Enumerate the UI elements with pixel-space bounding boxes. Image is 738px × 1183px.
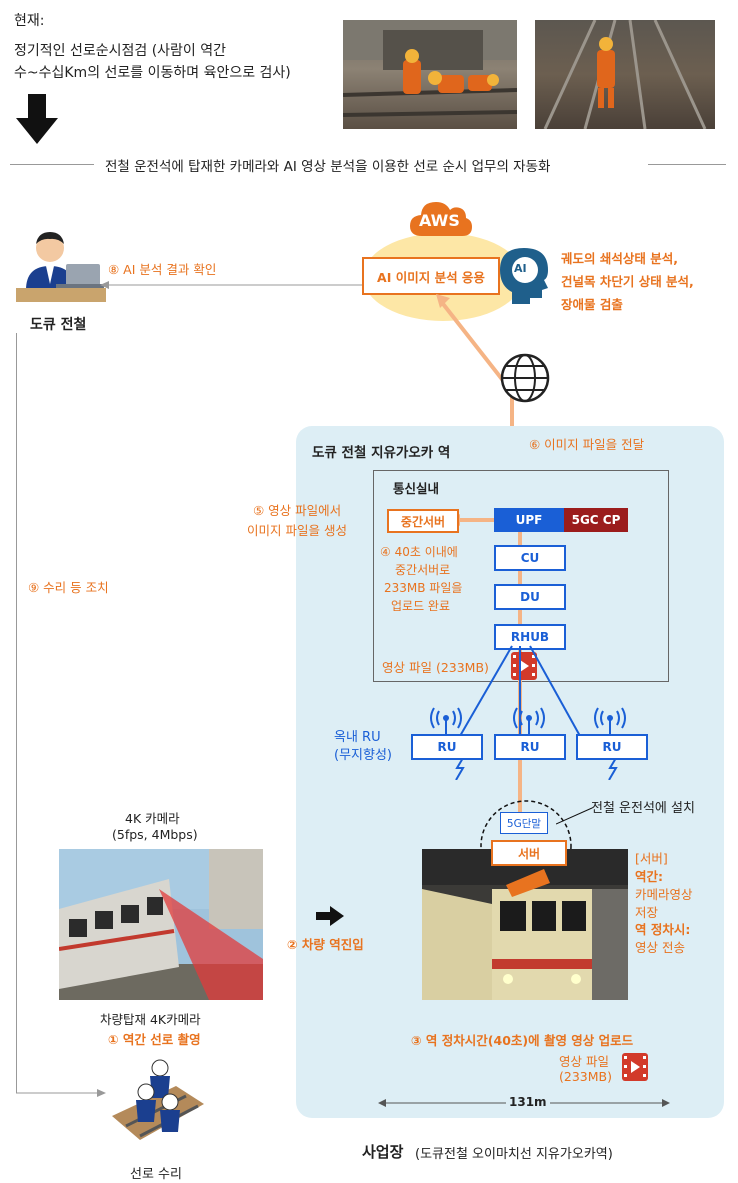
- ru3-label: RU: [602, 740, 622, 754]
- analysis-line1: 궤도의 쇄석상태 분석,: [561, 251, 678, 266]
- rhub-box: RHUB: [494, 624, 566, 650]
- cu-box: CU: [494, 545, 566, 571]
- step5-line2: 이미지 파일을 생성: [247, 523, 347, 538]
- step4-line3: 233MB 파일을: [384, 581, 463, 595]
- track-inspection-photo-2: [535, 20, 715, 129]
- camera-title-line2: (5fps, 4Mbps): [112, 827, 198, 842]
- server-note-line4: 저장: [635, 905, 659, 920]
- headline: 전철 운전석에 탑재한 카메라와 AI 영상 분석을 이용한 선로 순시 업무의…: [105, 159, 551, 175]
- onboard-server-box: 서버: [491, 840, 567, 866]
- ru3-signal-icon: [608, 758, 618, 780]
- fivegc-label: 5GC CP: [571, 513, 621, 527]
- step2-arrow-icon: [316, 906, 344, 926]
- relay-server-label: 중간서버: [400, 514, 446, 529]
- install-pointer: [556, 807, 593, 825]
- analysis-line3: 장애물 검출: [561, 297, 623, 312]
- indoor-ru-line1: 옥내 RU: [334, 730, 381, 745]
- server-note-line1: [서버]: [635, 851, 668, 866]
- ai-brain-label: AI: [514, 262, 527, 275]
- ai-brain-head-icon: [500, 248, 548, 304]
- video-file2-line1: 영상 파일: [559, 1054, 609, 1069]
- office-worker-icon: [16, 232, 106, 302]
- indoor-ru-line2: (무지향성): [334, 748, 392, 763]
- server-note-line3: 카메라영상: [635, 887, 693, 902]
- video-file-label: 영상 파일 (233MB): [382, 660, 489, 675]
- rhub-label: RHUB: [510, 630, 550, 644]
- tokyu-label: 도큐 전철: [30, 317, 87, 333]
- fivegc-box: 5GC CP: [564, 508, 628, 532]
- ru3-antenna-icon: [594, 707, 626, 734]
- current-line1: 정기적인 선로순시점검 (사람이 역간: [14, 43, 227, 59]
- step4-line4: 업로드 완료: [391, 599, 451, 613]
- current-title: 현재:: [14, 13, 45, 29]
- cu-label: CU: [520, 551, 540, 565]
- headline-rule-right: [648, 164, 726, 165]
- process-line-arrow: [16, 1089, 106, 1097]
- step8-label: ⑧ AI 분석 결과 확인: [108, 262, 217, 277]
- repair-label: 선로 수리: [130, 1167, 182, 1182]
- headline-rule-left: [10, 164, 94, 165]
- upf-label: UPF: [515, 513, 543, 527]
- step8-arrow: [100, 281, 362, 289]
- onboard-server-label: 서버: [517, 846, 541, 861]
- terminal-box: 5G단말: [500, 812, 548, 834]
- server-note-line5: 역 정차시:: [635, 922, 691, 937]
- step9-label: ⑨ 수리 등 조치: [28, 580, 109, 595]
- comm-room-label: 통신실내: [393, 481, 440, 496]
- du-label: DU: [520, 590, 540, 604]
- ru2-antenna-icon: [513, 707, 545, 734]
- site-title: 사업장: [362, 1143, 404, 1161]
- step4-line1: ④ 40초 이내에: [380, 545, 458, 559]
- distance-label: 131m: [506, 1095, 550, 1109]
- track-repair-illustration: [112, 1059, 204, 1140]
- down-arrow-icon: [16, 94, 58, 144]
- train-at-station-photo: [422, 849, 628, 1000]
- onboard-camera-photo: [59, 849, 263, 1000]
- ru1-box: RU: [411, 734, 483, 760]
- internet-globe-icon: [500, 353, 550, 403]
- step5-line1: ⑤ 영상 파일에서: [253, 503, 342, 518]
- relay-server-box: 중간서버: [387, 509, 459, 533]
- site-subtitle: (도큐전철 오이마치선 지유가오카역): [415, 1147, 613, 1162]
- station-title: 도큐 전철 지유가오카 역: [312, 445, 451, 461]
- install-label: 전철 운전석에 설치: [591, 801, 695, 816]
- aws-logo-icon: [410, 202, 472, 236]
- ru1-label: RU: [437, 740, 457, 754]
- ru1-antenna-icon: [430, 707, 462, 734]
- video-file-icon: [511, 652, 537, 680]
- process-line-vertical: [16, 333, 17, 1093]
- ai-image-analysis-app: AI 이미지 분석 응용: [362, 257, 500, 295]
- step4-line2: 중간서버로: [395, 563, 451, 577]
- step1-label: ① 역간 선로 촬영: [108, 1032, 201, 1047]
- camera-title-line1: 4K 카메라: [125, 811, 180, 826]
- upf-box: UPF: [494, 508, 564, 532]
- server-note-line6: 영상 전송: [635, 940, 685, 955]
- analysis-line2: 건널목 차단기 상태 분석,: [561, 274, 694, 289]
- current-line2: 수~수십Km의 선로를 이동하며 육안으로 검사): [14, 65, 291, 81]
- ru3-box: RU: [576, 734, 648, 760]
- step6-label: ⑥ 이미지 파일을 전달: [529, 437, 645, 452]
- ru2-label: RU: [520, 740, 540, 754]
- aws-logo-text: AWS: [419, 211, 460, 230]
- camera-caption: 차량탑재 4K카메라: [100, 1012, 201, 1027]
- ai-image-analysis-app-label: AI 이미지 분석 응용: [377, 269, 485, 285]
- step2-label: ② 차량 역진입: [287, 937, 364, 952]
- video-file2-icon: [622, 1053, 648, 1081]
- du-box: DU: [494, 584, 566, 610]
- step3-label: ③ 역 정차시간(40초)에 촬영 영상 업로드: [411, 1033, 634, 1048]
- ru2-box: RU: [494, 734, 566, 760]
- track-inspection-photo-1: [343, 20, 517, 129]
- video-file2-line2: (233MB): [559, 1069, 612, 1084]
- server-note-line2: 역간:: [635, 869, 663, 884]
- terminal-label: 5G단말: [506, 817, 542, 830]
- ru1-signal-icon: [455, 758, 465, 780]
